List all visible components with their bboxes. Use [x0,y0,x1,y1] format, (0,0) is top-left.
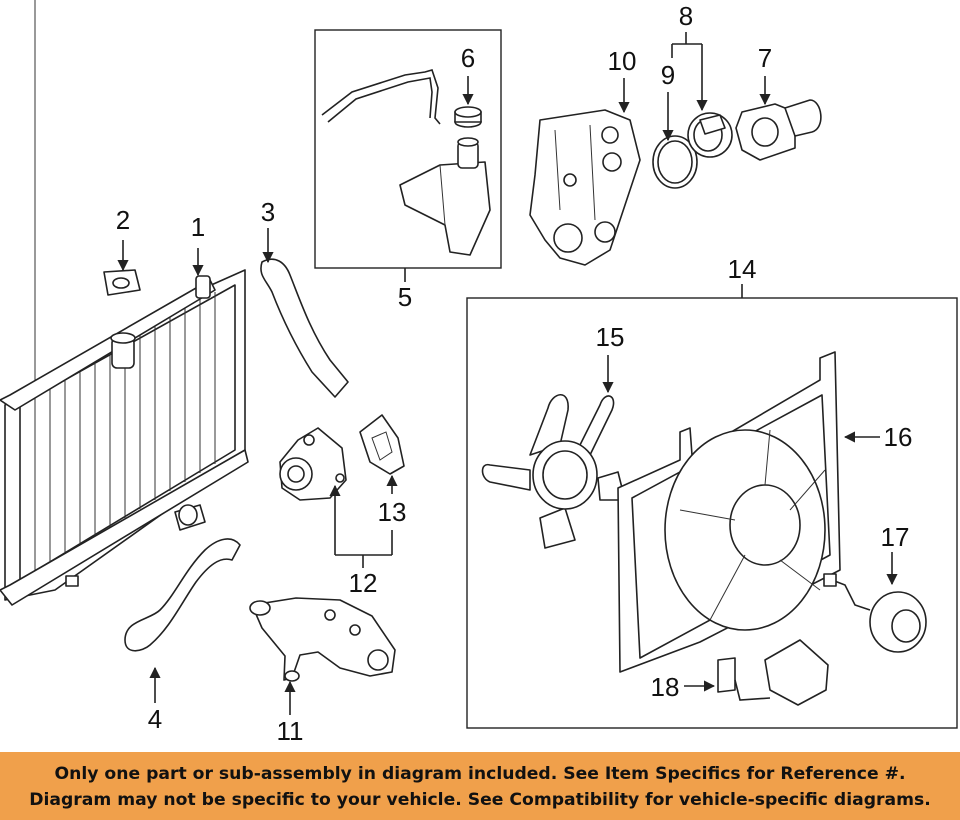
disclaimer-banner: Only one part or sub-assembly in diagram… [0,752,960,820]
disclaimer-line-1: Only one part or sub-assembly in diagram… [54,764,906,784]
callout-13: 13 [378,497,407,527]
lower-hose [124,538,241,652]
callout-10: 10 [608,46,637,76]
reservoir-cap [454,106,482,128]
water-pump-gasket [359,414,405,475]
water-inlet [249,597,396,682]
water-pump [279,427,347,501]
reservoir-hose [321,69,441,125]
radiator [0,0,249,606]
radiator-fins [34,292,216,572]
callout-5: 5 [398,282,412,312]
callout-3: 3 [261,197,275,227]
leader-lines [117,32,898,715]
fan-motor [823,573,927,653]
callout-18: 18 [651,672,680,702]
disclaimer-line-2: Diagram may not be specific to your vehi… [29,790,931,810]
thermostat-gasket [652,135,698,189]
fan-blade [481,393,626,549]
parts-diagram: 1 2 3 4 5 6 7 8 9 10 11 12 13 14 15 16 1… [0,0,958,746]
callout-16: 16 [884,422,913,452]
callout-2: 2 [116,205,130,235]
callout-7: 7 [758,43,772,73]
upper-hose [260,258,349,398]
fan-assembly-box [466,297,958,729]
mount-bracket [103,269,141,296]
reservoir-group-box [314,29,502,269]
water-outlet [735,99,822,161]
callout-4: 4 [148,704,162,734]
callout-15: 15 [596,322,625,352]
callout-12: 12 [349,568,378,598]
callout-numbers: 1 2 3 4 5 6 7 8 9 10 11 12 13 14 15 16 1… [116,1,913,746]
thermostat [687,112,733,158]
fan-resistor [717,639,829,706]
water-outlet-housing [529,109,641,266]
callout-17: 17 [881,522,910,552]
fan-shroud [617,351,841,673]
coolant-reservoir [399,137,491,256]
callout-6: 6 [461,43,475,73]
callout-8: 8 [679,1,693,31]
callout-11: 11 [277,716,304,746]
callout-1: 1 [191,212,205,242]
callout-14: 14 [728,254,757,284]
callout-9: 9 [661,60,675,90]
